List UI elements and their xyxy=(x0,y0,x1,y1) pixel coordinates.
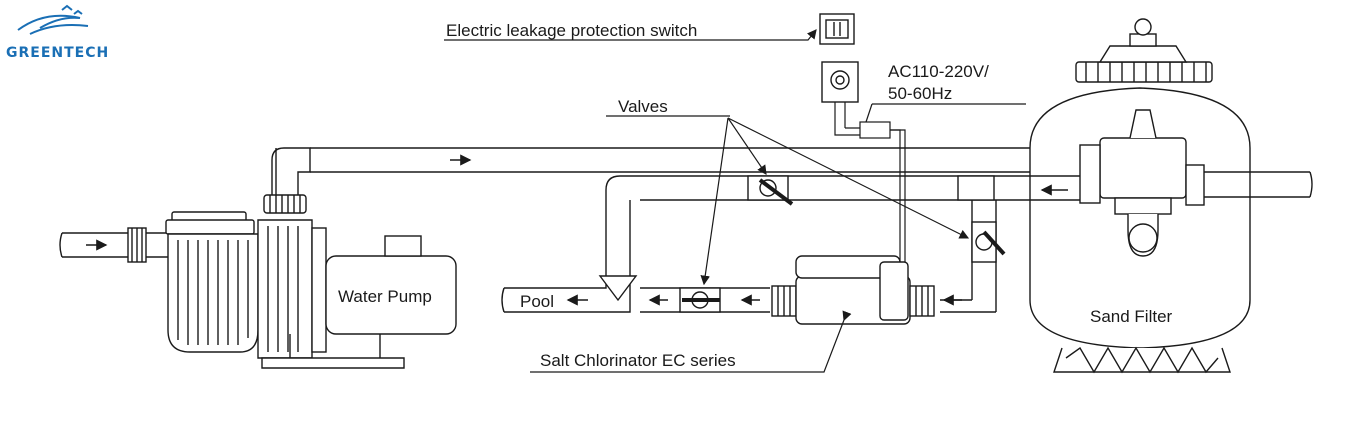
chlorinator-leader xyxy=(530,310,852,373)
power-spec-line2: 50-60Hz xyxy=(888,84,952,103)
valve-top xyxy=(747,175,794,206)
switch-leader xyxy=(444,29,817,41)
brand-name: GREENTECH xyxy=(6,45,109,61)
valves-label: Valves xyxy=(618,97,668,116)
wave-birds-icon xyxy=(17,4,89,35)
power-wiring xyxy=(834,102,906,262)
salt-chlorinator xyxy=(771,255,935,325)
water-pump-label: Water Pump xyxy=(338,287,432,306)
valve-right xyxy=(971,221,1006,263)
pool-label: Pool xyxy=(520,292,554,311)
sand-filter xyxy=(1029,18,1313,374)
power-spec-line1: AC110-220V/ xyxy=(888,62,989,81)
leakage-switch-label: Electric leakage protection switch xyxy=(446,21,697,40)
leakage-protection-switch xyxy=(819,13,859,103)
sand-filter-label: Sand Filter xyxy=(1090,307,1173,326)
brand-logo: GREENTECH xyxy=(6,4,109,61)
water-pump xyxy=(165,211,457,369)
top-pipe xyxy=(263,147,1080,214)
inlet-pipe xyxy=(59,227,168,263)
power-leader-tick xyxy=(865,103,873,123)
salt-chlorinator-label: Salt Chlorinator EC series xyxy=(540,351,736,370)
valves-leaders xyxy=(606,115,970,286)
valve-bottom xyxy=(679,287,721,313)
